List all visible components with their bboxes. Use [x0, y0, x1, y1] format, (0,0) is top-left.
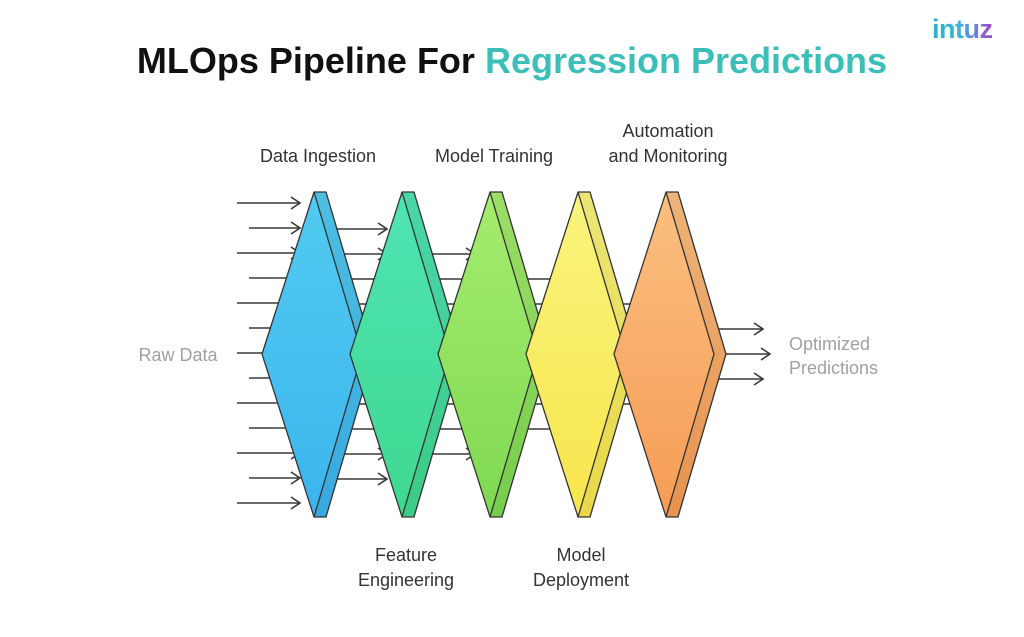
stage-arrow-1	[337, 472, 389, 486]
stage-automation-and-monitoring	[613, 191, 727, 518]
stage-arrow-1	[337, 222, 389, 236]
stage-label-model-deployment-line2: Deployment	[533, 570, 629, 590]
raw-data-label: Raw Data	[138, 345, 218, 365]
input-arrow	[237, 246, 302, 260]
input-arrow	[237, 496, 302, 510]
labels-layer: Raw Data Optimized Predictions Data Inge…	[138, 121, 878, 590]
input-arrow	[237, 446, 302, 460]
title-prefix: MLOps Pipeline For	[136, 40, 475, 81]
input-arrow	[249, 471, 302, 485]
stage-label-model-training: Model Training	[435, 146, 553, 166]
stage-label-automation-and-monitoring-line2: and Monitoring	[608, 146, 727, 166]
stage-label-feature-engineering-line2: Engineering	[358, 570, 454, 590]
input-arrow	[237, 196, 302, 210]
intuz-logo: intuz	[932, 14, 993, 44]
stages-layer	[261, 191, 727, 518]
stage-label-model-deployment-line1: Model	[556, 545, 605, 565]
output-arrow	[712, 322, 765, 336]
stage-label-data-ingestion: Data Ingestion	[260, 146, 376, 166]
output-label-line1: Optimized	[789, 334, 870, 354]
title-highlight: Regression Predictions	[484, 40, 888, 81]
stage-label-automation-and-monitoring-line1: Automation	[622, 121, 713, 141]
input-arrow	[249, 221, 302, 235]
stage-label-feature-engineering-line1: Feature	[375, 545, 437, 565]
page-title: MLOps Pipeline For Regression Prediction…	[0, 40, 1024, 82]
output-arrow	[712, 372, 765, 386]
output-label-line2: Predictions	[789, 358, 878, 378]
